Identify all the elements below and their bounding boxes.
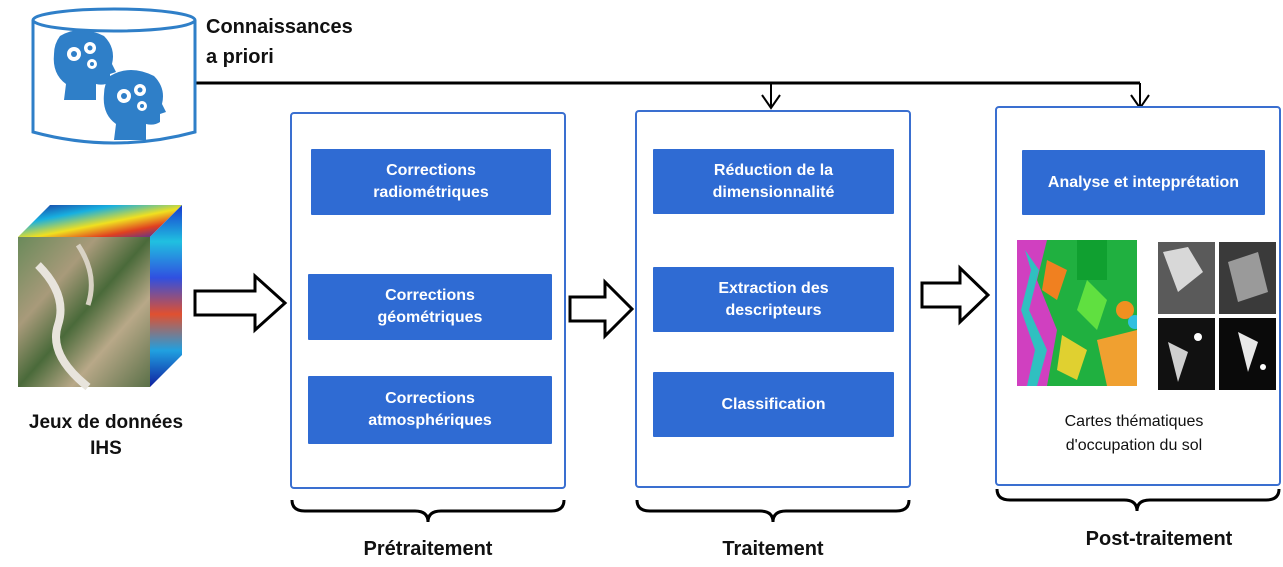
step-classification-label: Classification [721, 395, 826, 413]
step-analysis-interpretation: Analyse et intepprétation [1022, 150, 1265, 215]
hollow-arrow-2 [568, 278, 635, 340]
brace-post [995, 488, 1281, 512]
brace-proc [635, 499, 911, 523]
grayscale-maps-icon [1158, 242, 1276, 390]
step-classification: Classification [653, 372, 894, 437]
step-radiometric-corrections: Corrections radiométriques [311, 149, 551, 215]
step-atmospheric-label: Corrections atmosphériques [368, 390, 492, 429]
brace-pre [290, 499, 566, 523]
post-caption-line2: d'occupation du sol [1065, 437, 1203, 454]
step-atmospheric-corrections: Corrections atmosphériques [308, 376, 552, 444]
hollow-arrow-1 [193, 272, 288, 334]
knowledge-label-line2: a priori [206, 46, 274, 68]
hypercube-icon [18, 205, 186, 390]
step-dimensionality-label: Réduction de la dimensionnalité [712, 161, 835, 201]
head-gears-icon [53, 30, 166, 140]
step-dimensionality-reduction: Réduction de la dimensionnalité [653, 149, 894, 214]
knowledge-arrowhead-1 [761, 94, 781, 110]
thematic-map-icon [1017, 240, 1137, 386]
step-analysis-label: Analyse et intepprétation [1047, 173, 1240, 191]
step-geometric-label: Corrections géométriques [377, 287, 483, 326]
step-geometric-corrections: Corrections géométriques [308, 274, 552, 340]
dataset-label-line2: IHS [90, 438, 122, 459]
knowledge-label: Connaissances a priori [206, 12, 353, 72]
post-caption-line1: Cartes thématiques [1064, 413, 1204, 430]
step-descriptor-extraction: Extraction des descripteurs [653, 267, 894, 332]
step-descriptor-label: Extraction des descripteurs [718, 279, 829, 319]
knowledge-label-line1: Connaissances [206, 16, 353, 38]
dataset-label-line1: Jeux de données [28, 412, 184, 433]
stage-title-proc: Traitement [722, 538, 824, 560]
stage-title-post: Post-traitement [1085, 528, 1233, 550]
hollow-arrow-3 [920, 264, 991, 326]
step-radiometric-label: Corrections radiométriques [373, 162, 489, 201]
database-icon [30, 6, 198, 148]
stage-title-pre: Prétraitement [363, 538, 493, 560]
post-caption: Cartes thématiques d'occupation du sol [1000, 410, 1268, 458]
dataset-label: Jeux de données IHS [0, 410, 212, 462]
